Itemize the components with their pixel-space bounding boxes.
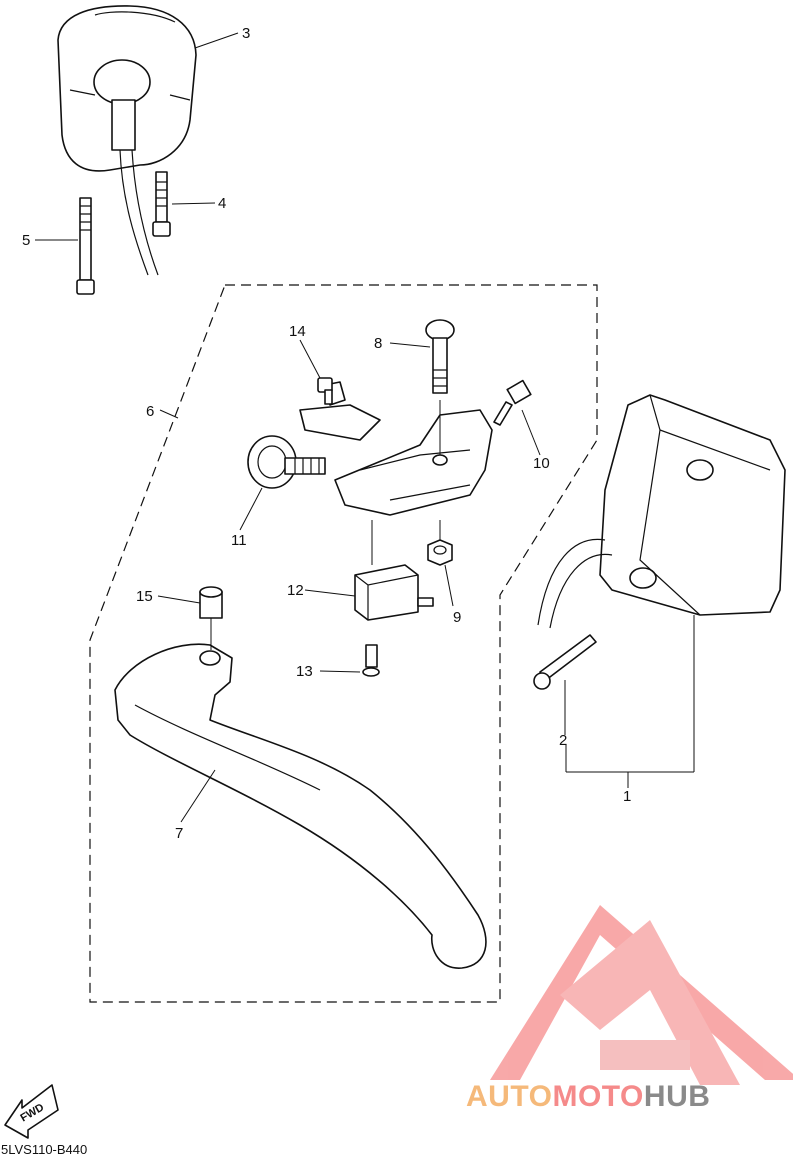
screw-4: [152, 171, 171, 237]
screw-14: [317, 377, 333, 405]
leader-lines: [35, 32, 695, 823]
part-label-10: 10: [533, 455, 550, 472]
part-label-1: 1: [623, 788, 631, 805]
switch-housing-upper: [57, 5, 197, 276]
part-label-12: 12: [287, 582, 304, 599]
part-label-4: 4: [218, 195, 226, 212]
switch-housing-lower: [533, 394, 786, 690]
nut-9: [427, 539, 453, 566]
lever-bracket: [299, 381, 493, 516]
part-label-11: 11: [231, 532, 247, 549]
part-label-2: 2: [559, 732, 567, 749]
part-label-8: 8: [374, 335, 382, 352]
brand-hub: HUB: [644, 1080, 711, 1113]
part-label-6: 6: [146, 403, 154, 420]
brand-moto: MOTO: [552, 1080, 643, 1113]
screw-10: [493, 379, 532, 426]
part-label-7: 7: [175, 825, 183, 842]
part-labels: 3 4 5 14 8 6 10 11 12 15 9 13 2 1 7: [22, 25, 631, 842]
pivot-bolt-8: [425, 319, 455, 394]
part-label-3: 3: [242, 25, 250, 42]
drawing-code: 5LVS110-B440: [1, 1142, 87, 1157]
screw-13: [362, 644, 380, 677]
adjuster-knob-11: [247, 435, 326, 489]
collar-15: [199, 586, 223, 619]
clutch-lever-7: [114, 643, 487, 969]
part-label-5: 5: [22, 232, 30, 249]
screw-5: [76, 197, 95, 295]
watermark-logo-icon: [490, 905, 793, 1085]
clutch-switch-12: [354, 564, 434, 621]
part-label-14: 14: [289, 323, 306, 340]
watermark-brand: AUTOMOTOHUB: [466, 1080, 710, 1113]
fwd-arrow-icon: FWD: [4, 1084, 59, 1139]
brand-auto: AUTO: [466, 1080, 552, 1113]
part-label-9: 9: [453, 609, 461, 626]
part-label-15: 15: [136, 588, 153, 605]
assembly-boundary-6: [89, 284, 598, 1003]
part-label-13: 13: [296, 663, 313, 680]
